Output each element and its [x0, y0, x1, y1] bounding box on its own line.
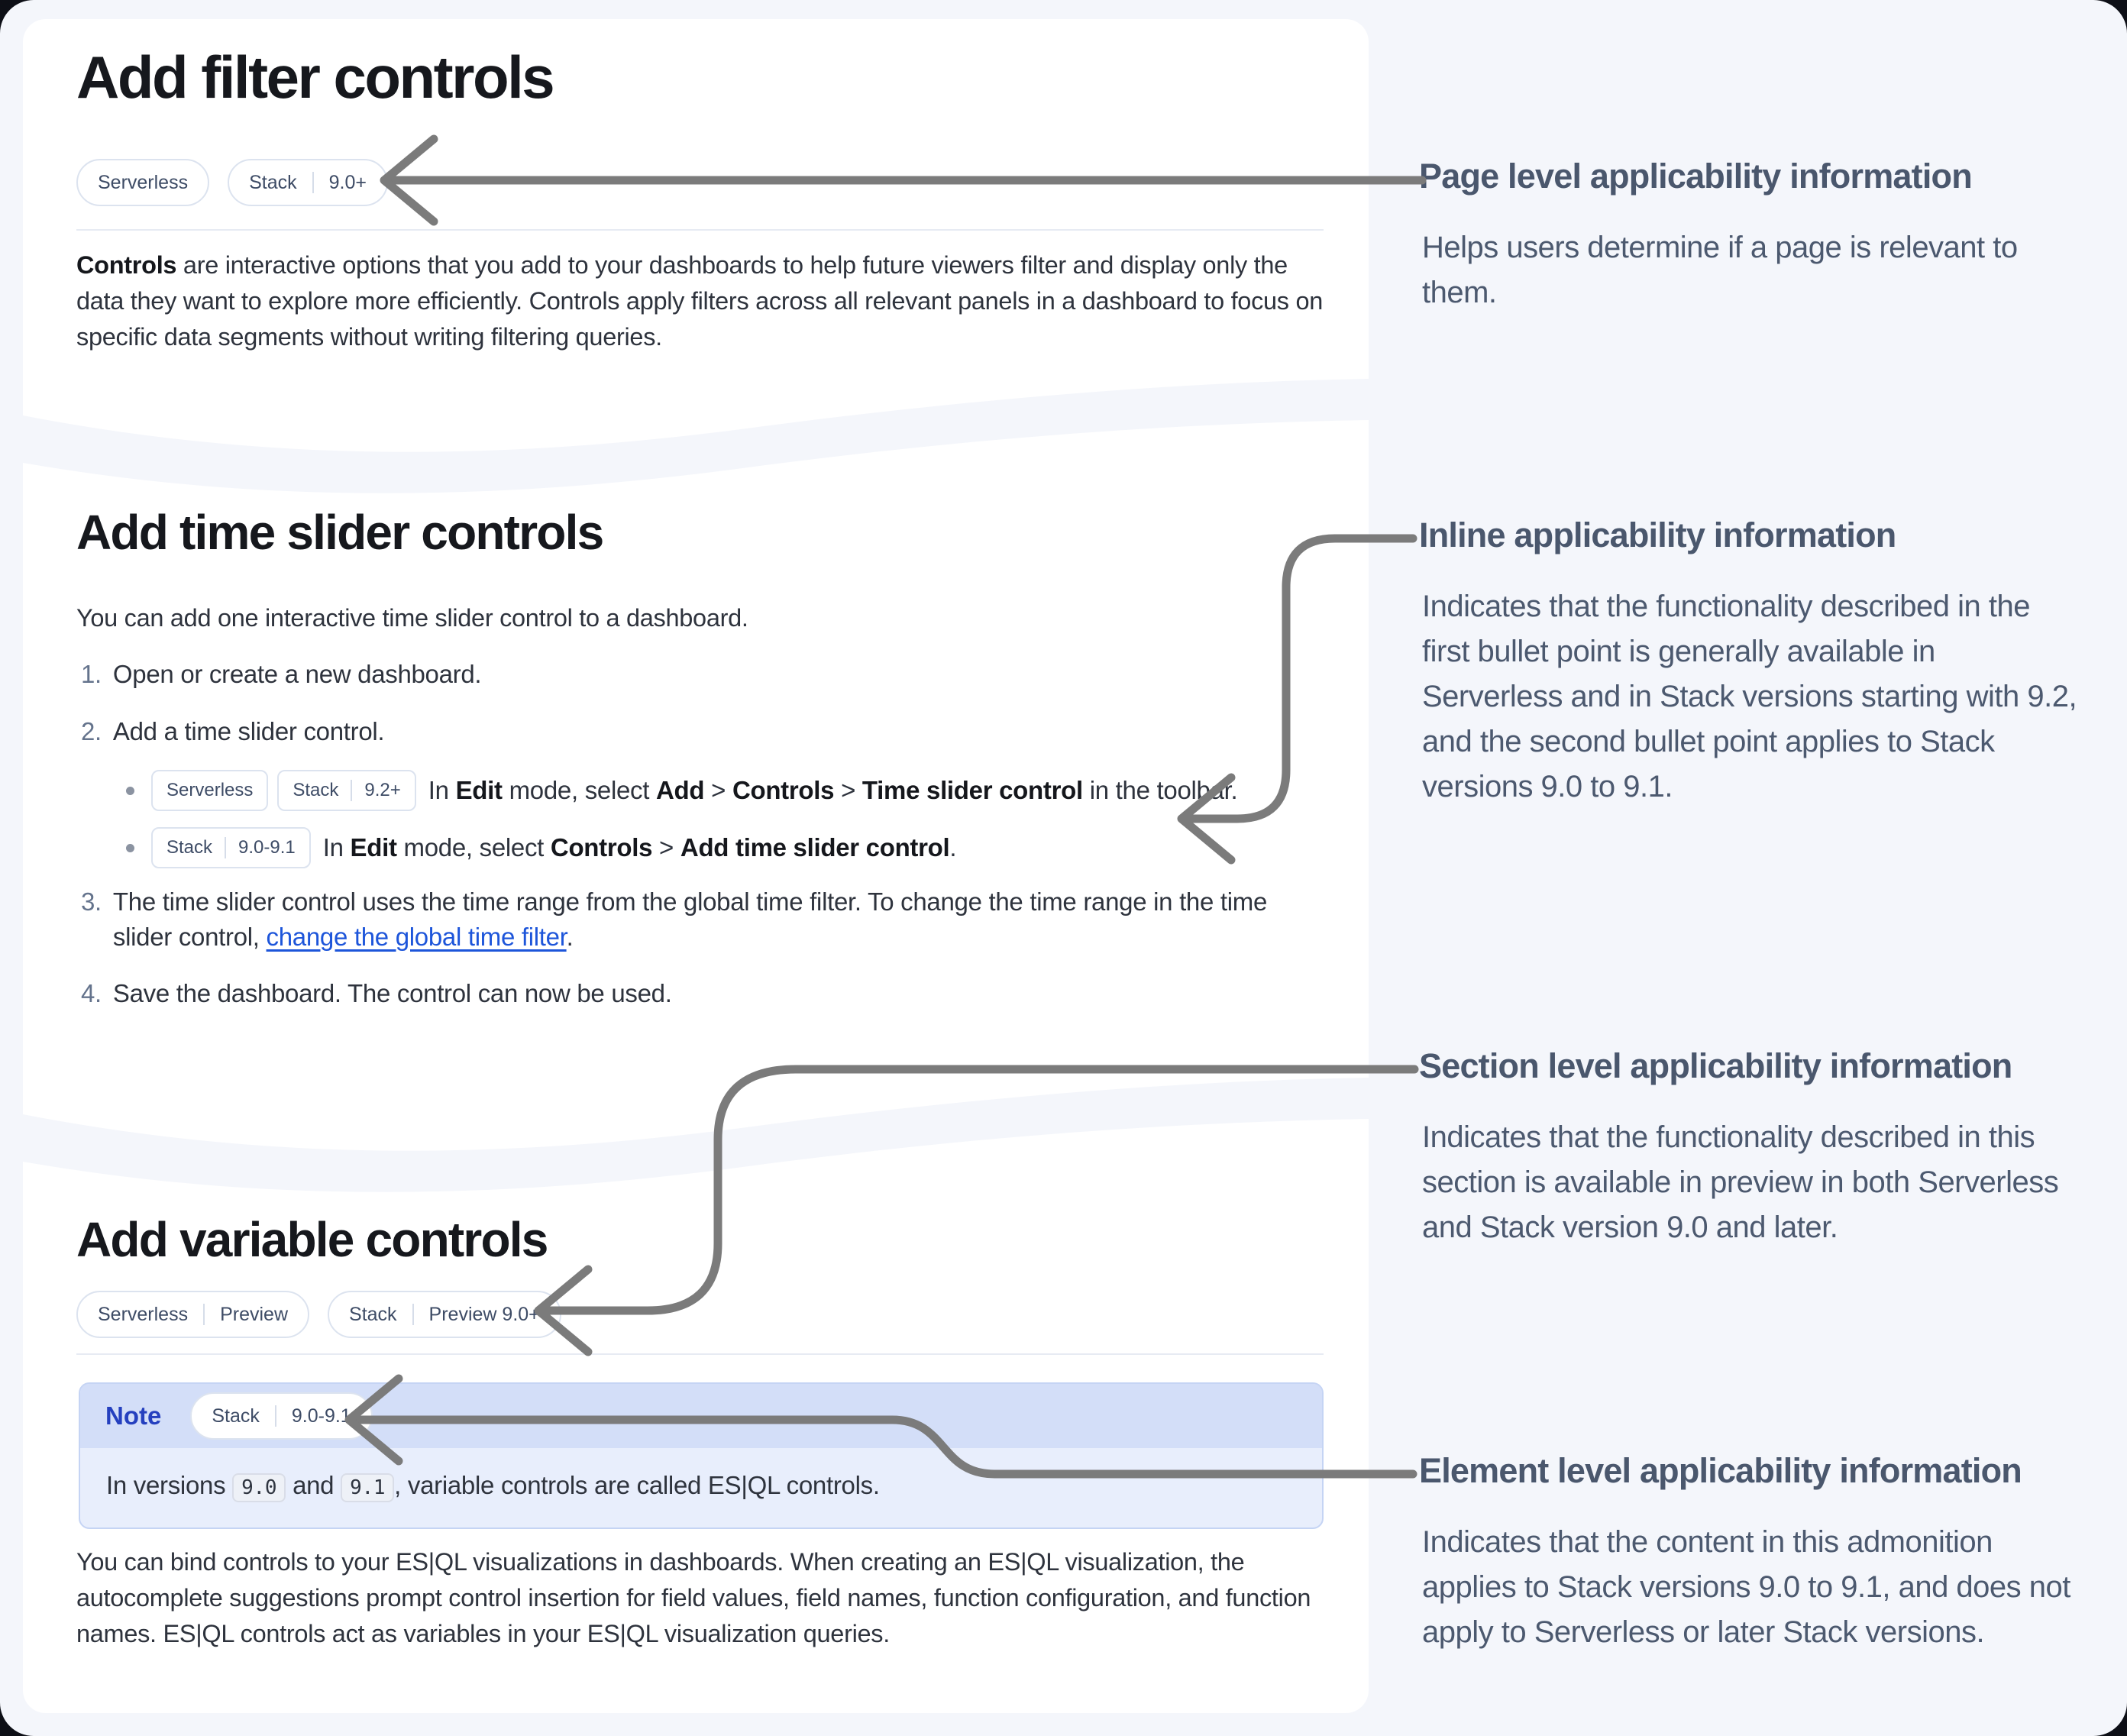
badge-part: 9.0+: [328, 171, 367, 193]
section-title-variable: Add variable controls: [76, 1212, 548, 1267]
variable-controls-paragraph: You can bind controls to your ES|QL visu…: [76, 1548, 1311, 1647]
step-text: Open or create a new dashboard.: [112, 660, 482, 688]
badge-part: 9.0-9.1: [238, 837, 296, 858]
badge-part: Stack: [349, 1303, 397, 1325]
badge-part: Stack: [249, 171, 297, 193]
badge-serverless-preview: Serverless Preview: [76, 1291, 310, 1338]
annotation-body-section-level: Indicates that the functionality describ…: [1422, 1120, 2059, 1244]
bold-text: Edit: [350, 833, 397, 862]
step-text: Save the dashboard. The control can now …: [112, 979, 672, 1007]
step-number: 4.: [81, 979, 102, 1007]
note-admonition: Note Stack 9.0-9.1 In versions 9.0 and 9.…: [79, 1382, 1324, 1529]
bullet-item-1: Serverless Stack 9.2+ In Edit mode, selec…: [126, 770, 1238, 811]
badge-divider: [351, 780, 353, 801]
step-number: 3.: [81, 887, 102, 916]
bullet-text: In Edit mode, select Add > Controls > Ti…: [428, 776, 1238, 804]
intro-paragraph: Controls are interactive options that yo…: [76, 251, 1324, 351]
note-label: Note: [105, 1401, 162, 1430]
badge-part: Stack: [166, 837, 213, 858]
annotation-title-inline: Inline applicability information: [1419, 516, 1896, 554]
step-2: 2. Add a time slider control.: [81, 714, 1303, 749]
step-text: The time slider control uses the time ra…: [112, 887, 1268, 951]
inline-code: 9.0: [232, 1473, 286, 1502]
annotation-body-inline: Indicates that the functionality describ…: [1422, 590, 2077, 803]
badge-divider: [225, 837, 227, 858]
bold-text: Edit: [455, 776, 503, 804]
step-3: 3. The time slider control uses the time…: [81, 884, 1288, 955]
badge-part: Preview: [220, 1303, 289, 1325]
bold-text: Controls: [732, 776, 835, 804]
badge-serverless: Serverless: [151, 770, 269, 811]
badge-divider: [274, 1405, 276, 1427]
inline-link[interactable]: change the global time filter: [266, 923, 567, 951]
bold-text: Time slider control: [861, 776, 1083, 804]
step-number: 2.: [81, 717, 102, 745]
step-number: 1.: [81, 660, 102, 688]
note-body: In versions 9.0 and 9.1, variable contro…: [80, 1448, 1322, 1527]
bold-text: Add time slider control: [680, 833, 950, 862]
badge-part: 9.0-9.1: [291, 1405, 351, 1427]
badge-stack-version: Stack 9.0-9.1: [190, 1392, 373, 1440]
annotation-title-element-level: Element level applicability information: [1419, 1451, 2022, 1490]
page-badge-row: Serverless Stack 9.0+: [76, 159, 388, 206]
section-badge-row: Serverless Preview Stack Preview 9.0+: [76, 1291, 561, 1338]
step-1: 1. Open or create a new dashboard.: [81, 657, 1303, 692]
badge-part: Stack: [212, 1405, 260, 1427]
annotation-body-page-level: Helps users determine if a page is relev…: [1422, 231, 2018, 309]
section-title-time-slider: Add time slider controls: [76, 505, 604, 560]
bold-text: Controls: [550, 833, 653, 862]
step-4: 4. Save the dashboard. The control can n…: [81, 976, 1303, 1011]
annotation-body-element-level: Indicates that the content in this admon…: [1422, 1525, 2070, 1649]
badge-stack-preview-version: Stack Preview 9.0+: [328, 1291, 561, 1338]
badge-stack-version: Stack 9.0-9.1: [151, 827, 311, 868]
inline-code: 9.1: [341, 1473, 395, 1502]
time-slider-intro: You can add one interactive time slider …: [76, 604, 748, 632]
badge-divider: [312, 172, 314, 193]
inline-badge-group: Stack 9.0-9.1: [151, 827, 311, 868]
badge-serverless: Serverless: [76, 159, 210, 206]
page-title: Add filter controls: [76, 44, 555, 111]
bold-text: Controls: [76, 251, 177, 279]
note-header: Note Stack 9.0-9.1: [80, 1384, 1322, 1448]
divider: [76, 1353, 1324, 1355]
badge-part: Preview 9.0+: [428, 1303, 540, 1325]
annotation-title-page-level: Page level applicability information: [1419, 157, 1973, 196]
bullet-icon: [126, 786, 134, 795]
wave-divider-bottom: [23, 1078, 1369, 1192]
badge-stack-version: Stack 9.0+: [228, 159, 388, 206]
inline-badge-group: Serverless Stack 9.2+: [151, 770, 416, 811]
badge-part: Serverless: [98, 171, 189, 193]
badge-part: Serverless: [98, 1303, 189, 1325]
badge-divider: [203, 1304, 205, 1325]
badge-part: Serverless: [166, 780, 254, 800]
badge-divider: [412, 1304, 414, 1325]
wave-divider-top: [23, 379, 1369, 493]
badge-part: Stack: [293, 780, 339, 800]
bold-text: Add: [655, 776, 705, 804]
bullet-text: In Edit mode, select Controls > Add time…: [322, 833, 957, 862]
bullet-icon: [126, 843, 134, 852]
badge-stack-version: Stack 9.2+: [277, 770, 416, 811]
annotation-title-section-level: Section level applicability information: [1419, 1046, 2012, 1085]
step-text: Add a time slider control.: [112, 717, 385, 745]
bullet-item-2: Stack 9.0-9.1 In Edit mode, select Contro…: [126, 827, 957, 868]
badge-part: 9.2+: [364, 780, 401, 800]
divider: [76, 229, 1324, 231]
